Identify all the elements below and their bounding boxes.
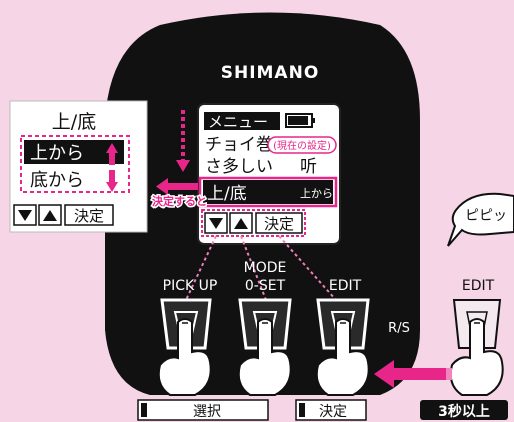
- rs-label: R/S: [388, 321, 410, 336]
- zero-set-label: 0-SET: [245, 278, 286, 294]
- lcd-menu-label: メニュー: [208, 113, 268, 131]
- selection-popup: 上/底 上から 底から 決定: [9, 100, 148, 233]
- up-down-arrows-icon: [106, 143, 118, 192]
- popup-option-other[interactable]: 底から: [30, 170, 84, 191]
- battery-icon: [285, 113, 315, 128]
- decide-tag: 決定: [295, 399, 367, 421]
- popup-down-triangle-icon: [18, 210, 32, 221]
- lcd-selected-row: 上/底: [207, 184, 247, 204]
- finger-external-edit-icon: [449, 318, 504, 396]
- pickup-label: PICK UP: [163, 278, 218, 294]
- hold-tag: 3秒以上: [420, 400, 508, 420]
- popup-option-selected[interactable]: 上から: [30, 143, 84, 164]
- popup-title: 上/底: [52, 111, 96, 133]
- finger-pickup-icon: [157, 318, 212, 396]
- current-setting-note: (現在の設定): [273, 139, 331, 152]
- lcd-key-decide-label: 決定: [264, 215, 294, 233]
- finger-mode-icon: [237, 318, 292, 396]
- popup-key-decide-label: 決定: [74, 207, 104, 225]
- edit-label: EDIT: [329, 278, 362, 294]
- hold-arrow-icon: [374, 360, 452, 388]
- external-edit-label: EDIT: [462, 278, 495, 294]
- after-decide-label: 決定すると: [152, 194, 207, 208]
- select-tag: 選択: [137, 399, 269, 421]
- brand-logo: SHIMANO: [221, 63, 320, 83]
- mode-label: MODE: [244, 260, 287, 276]
- lcd-row2-value: 听: [300, 157, 317, 177]
- hold-label: 3秒以上: [438, 403, 490, 420]
- lcd-key-decide: [255, 212, 303, 234]
- popup-key-decide: [64, 204, 114, 226]
- down-triangle-icon: [209, 218, 223, 229]
- lcd-selected-value: 上から: [300, 187, 333, 200]
- select-label: 選択: [193, 404, 221, 420]
- finger-edit-icon: [315, 318, 370, 396]
- lcd-row1: チョイ巻: [205, 135, 273, 155]
- up-triangle-icon: [234, 218, 248, 229]
- decide-label: 決定: [319, 404, 347, 420]
- popup-up-triangle-icon: [43, 210, 57, 221]
- beep-bubble: ピピッ: [447, 192, 514, 247]
- lcd-row2: さ多しい: [205, 157, 273, 177]
- beep-text: ピピッ: [465, 208, 507, 224]
